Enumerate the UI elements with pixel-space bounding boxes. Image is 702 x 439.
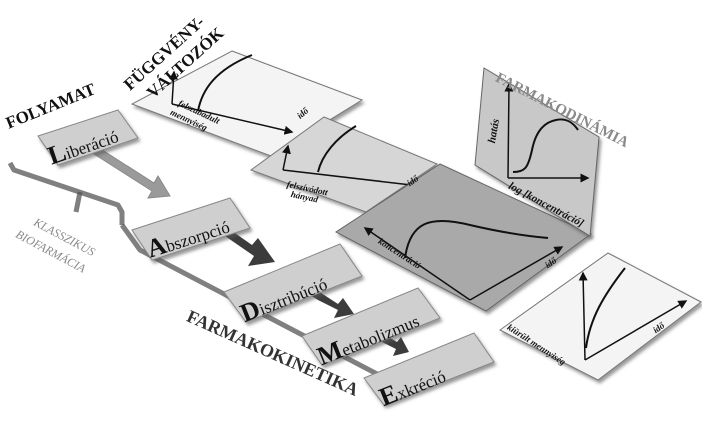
step-box-metabolism [301,287,441,366]
release-panel [130,50,364,157]
effect-panel [474,67,600,237]
concentration-panel [335,163,592,312]
arrow-distribution-metabolism [310,291,354,318]
step-box-liberation [37,109,139,166]
step-box-excretion [363,332,495,406]
excreted-curve [585,267,626,349]
concentration-curve [404,219,549,259]
klasszikus-bracket-tick [73,191,83,213]
concentration-axes [363,227,564,301]
excreted-panel [499,252,702,381]
step-box-absorption [131,197,251,261]
release-curve [197,54,253,112]
release-axes [169,70,294,135]
effect-axes [504,82,590,183]
excreted-axes [578,271,688,361]
klasszikus-bracket [7,161,125,225]
step-boxes [37,109,495,406]
absorbed-curve [317,125,357,173]
arrow-liberation-absorption [87,145,171,199]
step-box-distribution [223,243,363,323]
absorbed-axes [282,144,422,190]
effect-curve [512,118,579,173]
